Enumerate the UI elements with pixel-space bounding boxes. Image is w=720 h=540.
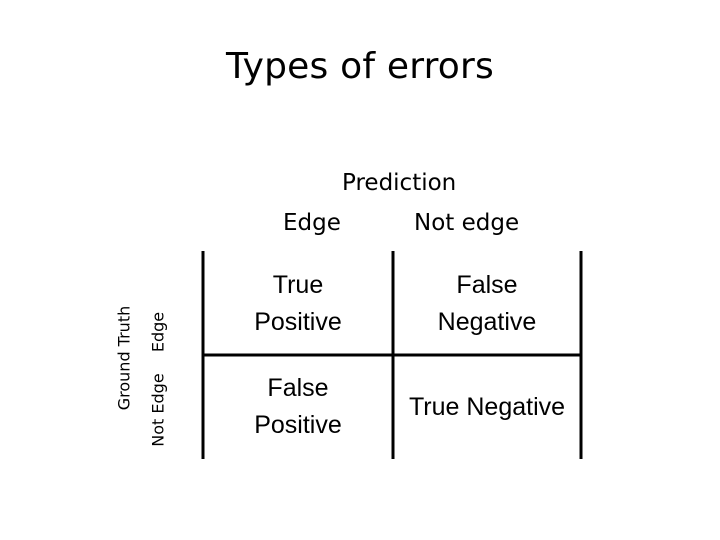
- slide-title: Types of errors: [226, 46, 494, 87]
- ground-truth-label: Ground Truth: [114, 305, 134, 411]
- prediction-label: Prediction: [342, 170, 457, 196]
- column-label-edge: Edge: [283, 210, 341, 236]
- column-label-not-edge: Not edge: [414, 210, 520, 236]
- cell-true-negative: True Negative: [408, 393, 566, 421]
- row-label-edge: Edge: [148, 311, 168, 353]
- row-label-not-edge: Not Edge: [148, 373, 168, 447]
